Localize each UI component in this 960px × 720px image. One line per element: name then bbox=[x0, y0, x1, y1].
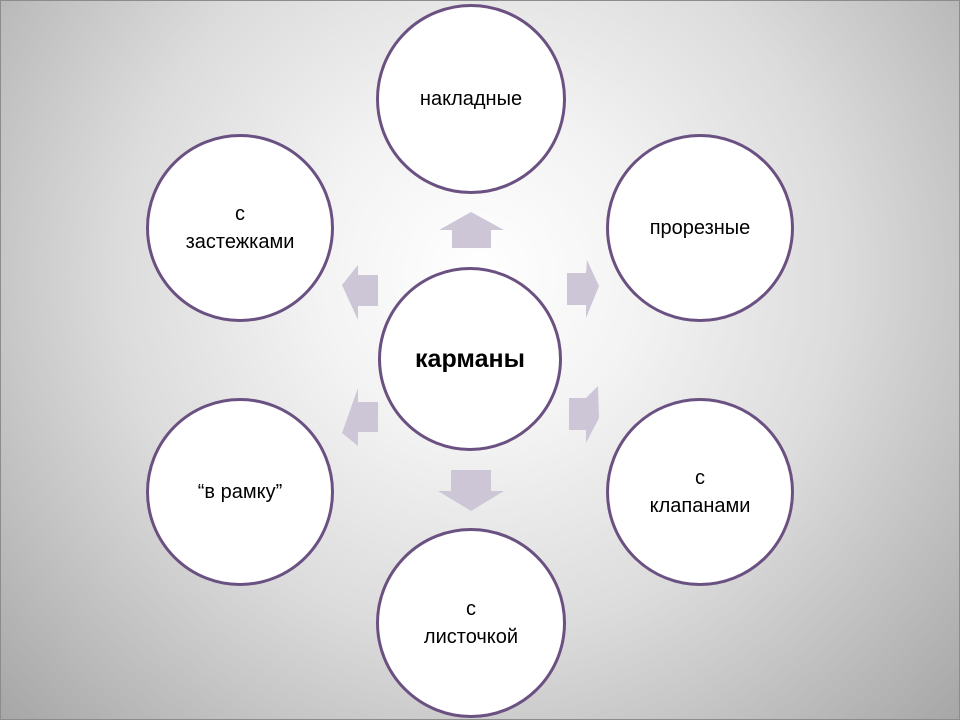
arrow-to-top bbox=[439, 212, 504, 248]
node-lower-right-label: с клапанами bbox=[649, 467, 751, 517]
node-lower-right: с клапанами bbox=[606, 398, 794, 586]
arrow-to-bottom bbox=[438, 470, 504, 511]
center-node: карманы bbox=[378, 267, 562, 451]
node-upper-right-label: прорезные bbox=[649, 217, 751, 239]
node-bottom-label: с листочкой bbox=[423, 598, 519, 648]
arrow-to-upper-left bbox=[342, 265, 378, 320]
center-node-label: карманы bbox=[415, 345, 525, 373]
node-bottom: с листочкой bbox=[376, 528, 566, 718]
node-lower-left: “в рамку” bbox=[146, 398, 334, 586]
node-lower-left-label: “в рамку” bbox=[197, 481, 283, 503]
node-upper-right: прорезные bbox=[606, 134, 794, 322]
node-top-label: накладные bbox=[419, 88, 523, 110]
arrow-to-lower-left bbox=[342, 388, 378, 446]
arrow-to-lower-right bbox=[569, 386, 599, 443]
node-top: накладные bbox=[376, 4, 566, 194]
node-upper-left-label: с застежками bbox=[185, 203, 295, 253]
arrow-to-upper-right bbox=[567, 260, 599, 318]
node-upper-left: с застежками bbox=[146, 134, 334, 322]
